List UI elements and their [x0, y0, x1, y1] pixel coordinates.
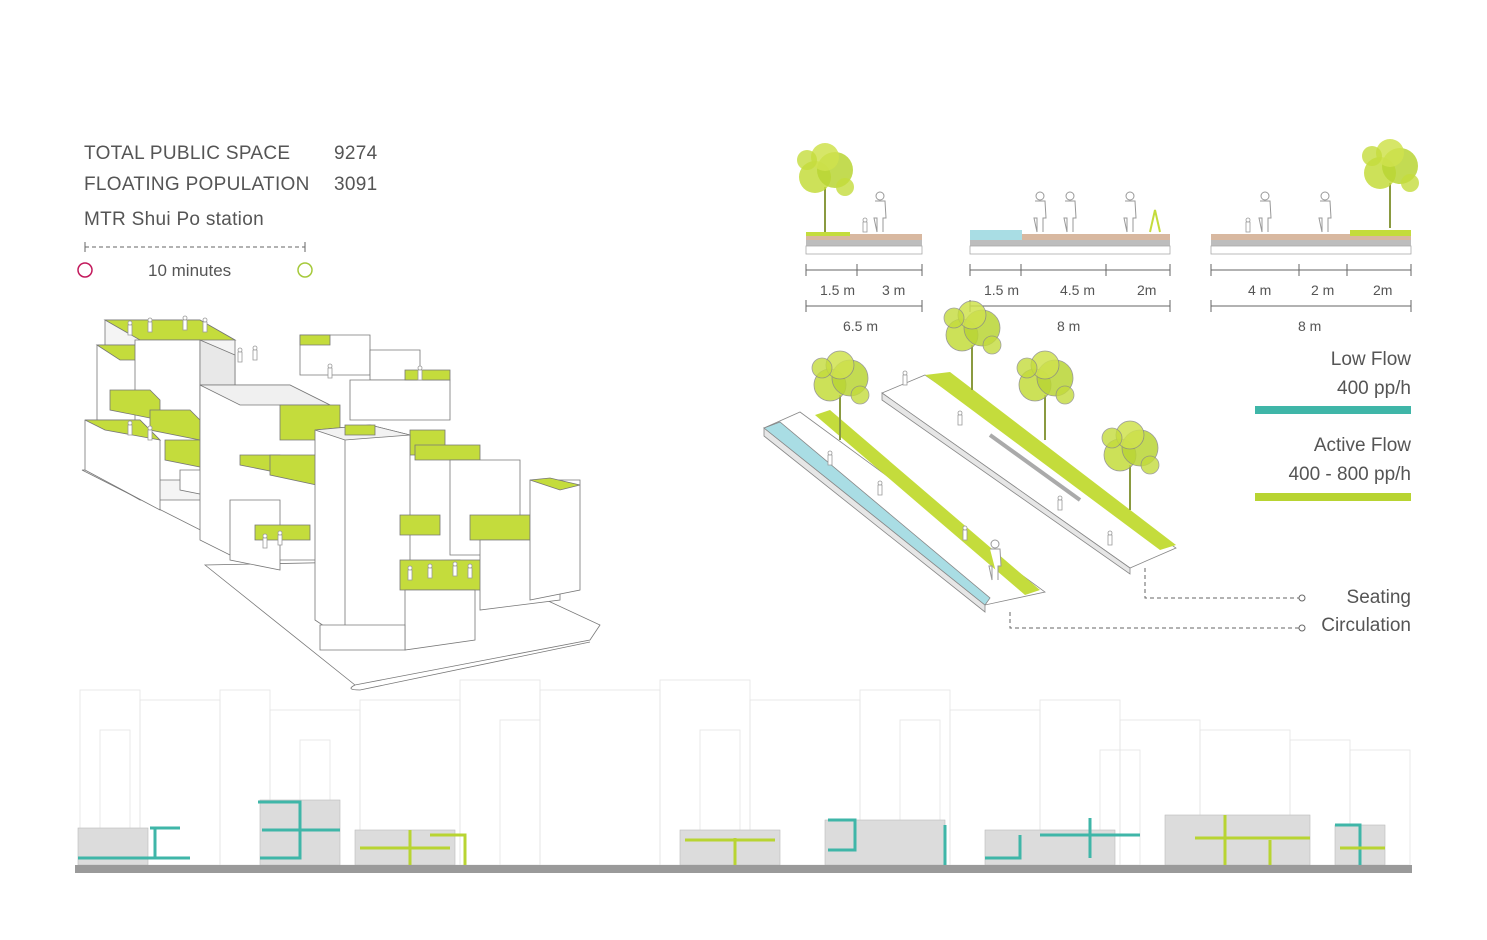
ground-line [75, 865, 1412, 873]
street-section-2 [970, 192, 1170, 312]
scale-bar [85, 242, 305, 252]
end-marker-icon [298, 263, 312, 277]
street-section-1 [797, 143, 922, 312]
leader-lines [1010, 568, 1305, 631]
isometric-building-cluster [82, 320, 600, 690]
start-marker-icon [78, 263, 92, 277]
street-section-3 [1211, 139, 1419, 312]
skyline-elevation [75, 680, 1412, 873]
